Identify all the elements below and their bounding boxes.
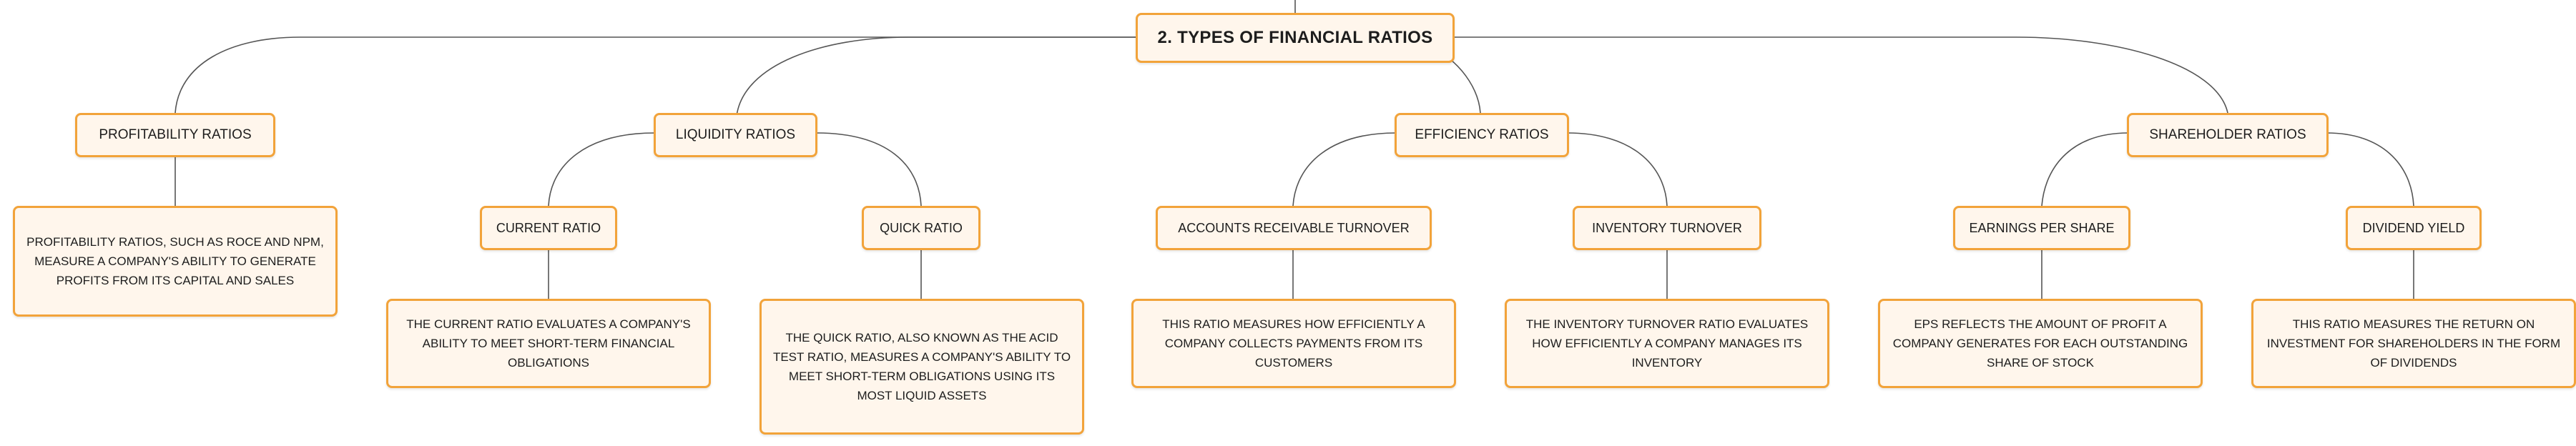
description-text: THE QUICK RATIO, ALSO KNOWN AS THE ACID …	[772, 331, 1071, 402]
description-text: EPS REFLECTS THE AMOUNT OF PROFIT A COMP…	[1892, 317, 2188, 370]
description-profitability-ratios: PROFITABILITY RATIOS, SUCH AS ROCE AND N…	[13, 206, 338, 317]
item-accounts-receivable-turnover: ACCOUNTS RECEIVABLE TURNOVER	[1156, 206, 1432, 250]
description-inventory-turnover: THE INVENTORY TURNOVER RATIO EVALUATES H…	[1505, 299, 1829, 388]
item-label: EARNINGS PER SHARE	[1969, 220, 2115, 235]
item-label: DIVIDEND YIELD	[2362, 220, 2465, 235]
connector-root-liquidity	[736, 36, 1137, 117]
item-label: INVENTORY TURNOVER	[1592, 220, 1742, 235]
connector-shareholder-dividend	[2326, 132, 2414, 207]
root-title: 2. TYPES OF FINANCIAL RATIOS	[1157, 28, 1433, 47]
category-label: EFFICIENCY RATIOS	[1415, 127, 1549, 142]
connector-liquidity-quick	[815, 132, 922, 207]
category-label: SHAREHOLDER RATIOS	[2149, 127, 2306, 142]
description-text: THE INVENTORY TURNOVER RATIO EVALUATES H…	[1525, 317, 1809, 370]
item-quick-ratio: QUICK RATIO	[862, 206, 980, 250]
category-profitability-ratios: PROFITABILITY RATIOS	[75, 113, 275, 157]
connector-shareholder-eps	[2041, 132, 2129, 207]
category-label: PROFITABILITY RATIOS	[99, 127, 252, 142]
description-current-ratio: THE CURRENT RATIO EVALUATES A COMPANY'S …	[386, 299, 711, 388]
description-text: THE CURRENT RATIO EVALUATES A COMPANY'S …	[406, 317, 691, 370]
category-liquidity-ratios: LIQUIDITY RATIOS	[654, 113, 817, 157]
description-quick-ratio: THE QUICK RATIO, ALSO KNOWN AS THE ACID …	[759, 299, 1084, 435]
connector-efficiency-inventory	[1567, 132, 1668, 207]
category-shareholder-ratios: SHAREHOLDER RATIOS	[2127, 113, 2329, 157]
description-text: PROFITABILITY RATIOS, SUCH AS ROCE AND N…	[26, 235, 324, 287]
item-earnings-per-share: EARNINGS PER SHARE	[1953, 206, 2130, 250]
description-accounts-receivable-turnover: THIS RATIO MEASURES HOW EFFICIENTLY A CO…	[1131, 299, 1456, 388]
item-label: ACCOUNTS RECEIVABLE TURNOVER	[1178, 220, 1410, 235]
item-label: CURRENT RATIO	[496, 220, 601, 235]
item-current-ratio: CURRENT RATIO	[480, 206, 617, 250]
connector-root-profitability	[174, 36, 1137, 114]
connector-liquidity-current	[548, 132, 656, 207]
category-label: LIQUIDITY RATIOS	[675, 127, 796, 142]
description-dividend-yield: THIS RATIO MEASURES THE RETURN ON INVEST…	[2251, 299, 2576, 388]
connector-efficiency-ar	[1292, 132, 1397, 207]
item-dividend-yield: DIVIDEND YIELD	[2346, 206, 2482, 250]
category-efficiency-ratios: EFFICIENCY RATIOS	[1395, 113, 1569, 157]
description-earnings-per-share: EPS REFLECTS THE AMOUNT OF PROFIT A COMP…	[1878, 299, 2203, 388]
description-text: THIS RATIO MEASURES THE RETURN ON INVEST…	[2266, 317, 2561, 370]
root-node: 2. TYPES OF FINANCIAL RATIOS	[1136, 13, 1455, 63]
connector-root-shareholder	[1453, 36, 2228, 114]
description-text: THIS RATIO MEASURES HOW EFFICIENTLY A CO…	[1162, 317, 1425, 370]
item-label: QUICK RATIO	[880, 220, 963, 235]
item-inventory-turnover: INVENTORY TURNOVER	[1573, 206, 1761, 250]
